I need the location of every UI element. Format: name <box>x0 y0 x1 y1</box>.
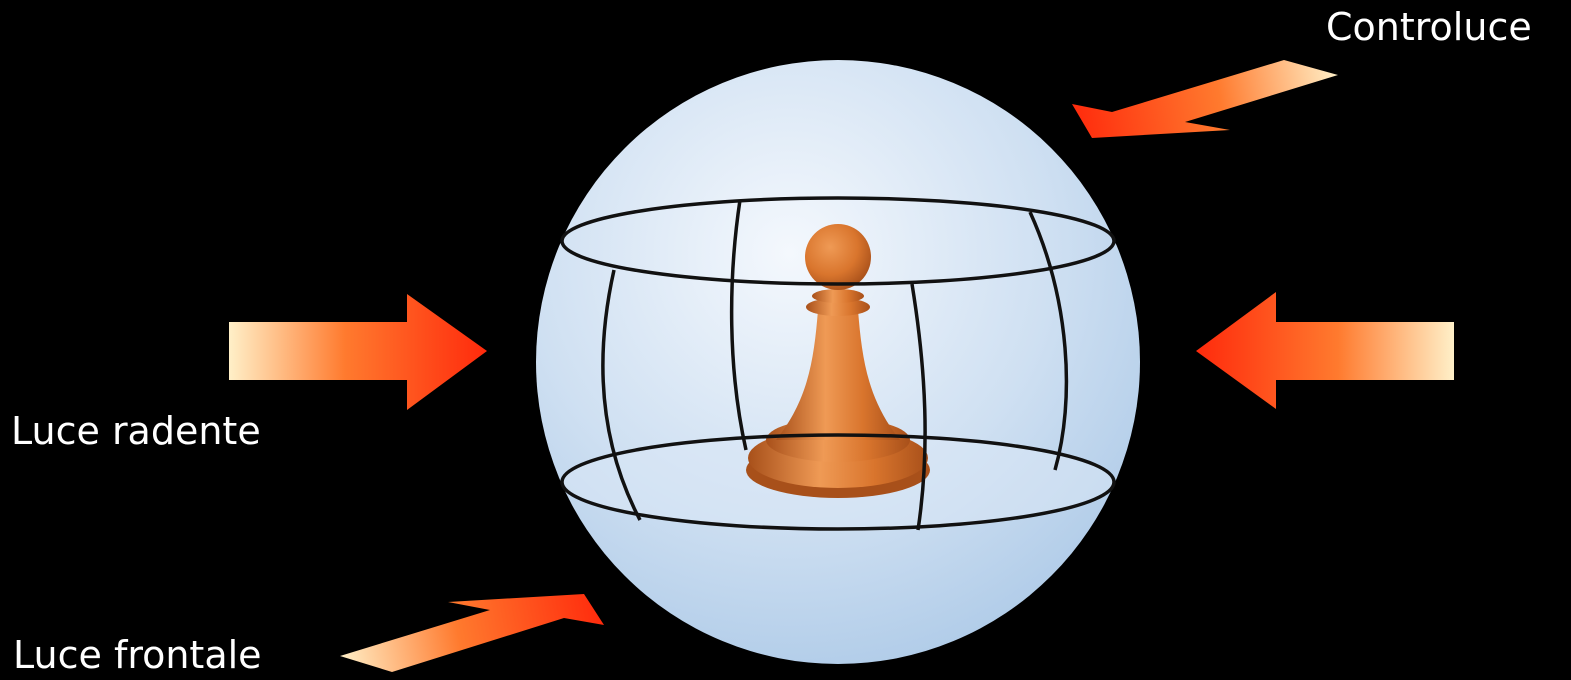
label-controluce: Controluce <box>1326 8 1532 46</box>
pawn-head <box>805 224 871 290</box>
label-luce-frontale: Luce frontale <box>13 636 262 674</box>
label-luce-radente: Luce radente <box>11 412 261 450</box>
arrow-top-icon <box>1072 60 1338 138</box>
arrow-right-icon <box>1196 292 1454 409</box>
pawn-neck <box>812 289 864 303</box>
arrow-bottom-icon <box>340 594 604 672</box>
arrow-left-icon <box>229 294 487 410</box>
